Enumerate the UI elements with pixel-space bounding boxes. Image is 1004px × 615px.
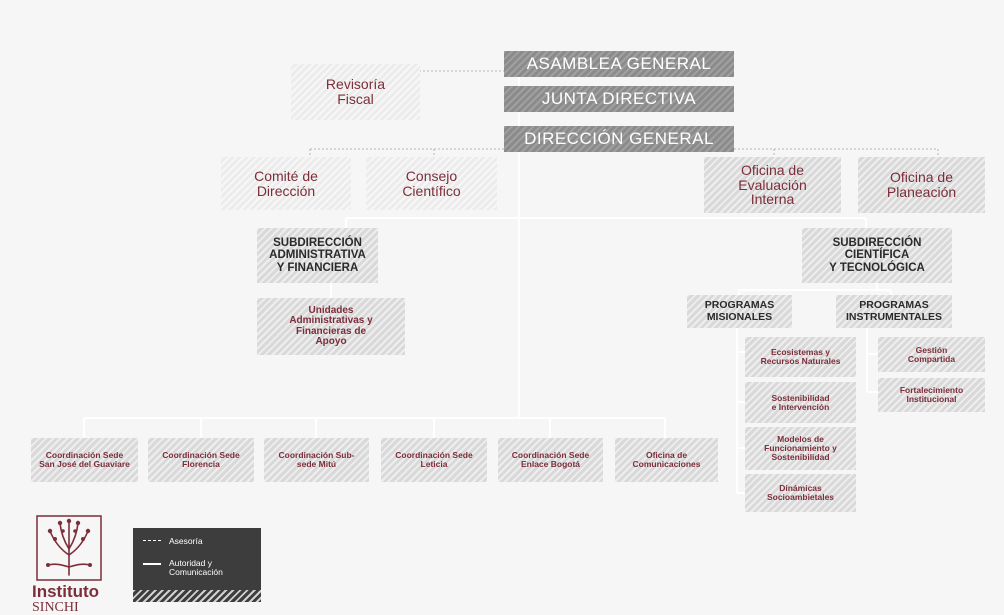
coordinacion-label: Coordinación Sede Leticia — [395, 450, 473, 469]
solid-line-sample — [143, 563, 161, 565]
oficina-planeacion-label: Oficina de Planeación — [886, 169, 957, 200]
unidades-apoyo-box: Unidades Administrativas y Financieras d… — [257, 298, 405, 355]
legend-label-asesoria: Asesoría — [169, 536, 203, 546]
programa-misional-item: Dinámicas Socioambietales — [745, 474, 856, 512]
logo-subtitle: SINCHI — [32, 600, 79, 615]
subdireccion-cientifica-box: SUBDIRECCIÓN CIENTÍFICA Y TECNOLÓGICA — [802, 228, 952, 283]
subdireccion-administrativa-label: SUBDIRECCIÓN ADMINISTRATIVA Y FINANCIERA — [269, 237, 366, 274]
programa-misional-item: Modelos de Funcionamiento y Sostenibilid… — [745, 427, 856, 470]
coordinacion-box: Oficina de Comunicaciones — [615, 438, 718, 482]
coordinacion-box: Coordinación Sub- sede Mitú — [264, 438, 369, 482]
legend: Asesoría Autoridad y Comunicación — [133, 528, 261, 602]
coordinacion-label: Coordinación Sede San José del Guaviare — [39, 450, 130, 469]
direccion-general-box: DIRECCIÓN GENERAL — [504, 126, 734, 152]
coordinacion-label: Coordinación Sede Florencia — [162, 450, 240, 469]
revisoria-fiscal-box: Revisoría Fiscal — [291, 64, 420, 120]
programa-instrumental-label: Gestión Compartida — [907, 344, 956, 364]
logo-name: Instituto — [32, 582, 100, 601]
programa-misional-label: Dinámicas Socioambietales — [766, 483, 835, 502]
subdireccion-administrativa-box: SUBDIRECCIÓN ADMINISTRATIVA Y FINANCIERA — [257, 228, 378, 283]
programa-instrumental-item: Fortalecimiento Institucional — [878, 378, 985, 412]
comite-direccion-label: Comité de Dirección — [254, 167, 318, 199]
programas-instrumentales-label: PROGRAMAS INSTRUMENTALES — [845, 299, 943, 323]
asamblea-general-box: ASAMBLEA GENERAL — [504, 51, 734, 77]
programa-misional-item: Sostenibilidad e Intervención — [745, 382, 856, 423]
coordinacion-label: Oficina de Comunicaciones — [632, 450, 701, 469]
programas-misionales-label: PROGRAMAS MISIONALES — [704, 299, 775, 323]
coordinacion-box: Coordinación Sede Florencia — [148, 438, 254, 482]
coordinacion-box: Coordinación Sede Leticia — [381, 438, 487, 482]
consejo-cientifico-label: Consejo Científico — [402, 167, 461, 199]
comite-direccion-box: Comité de Dirección — [221, 157, 351, 210]
tree-icon — [36, 515, 102, 581]
programa-misional-label: Modelos de Funcionamiento y Sostenibilid… — [764, 434, 837, 462]
oficina-evaluacion-box: Oficina de Evaluación Interna — [704, 157, 841, 213]
junta-directiva-box: JUNTA DIRECTIVA — [504, 86, 734, 112]
coordinacion-label: Coordinación Sub- sede Mitú — [278, 450, 355, 469]
oficina-evaluacion-label: Oficina de Evaluación Interna — [738, 161, 807, 208]
programa-instrumental-label: Fortalecimiento Institucional — [899, 385, 964, 404]
programas-misionales-box: PROGRAMAS MISIONALES — [687, 295, 792, 328]
subdireccion-cientifica-label: SUBDIRECCIÓN CIENTÍFICA Y TECNOLÓGICA — [829, 237, 925, 274]
instituto-sinchi-logo: Instituto SINCHI — [30, 515, 110, 615]
revisoria-fiscal-label: Revisoría Fiscal — [325, 76, 386, 107]
programas-instrumentales-box: PROGRAMAS INSTRUMENTALES — [836, 295, 952, 328]
coordinacion-box: Coordinación Sede Enlace Bogotá — [498, 438, 603, 482]
programa-misional-label: Sostenibilidad e Intervención — [771, 392, 830, 412]
unidades-apoyo-label: Unidades Administrativas y Financieras d… — [289, 304, 373, 347]
legend-stripes — [133, 590, 261, 602]
coordinacion-box: Coordinación Sede San José del Guaviare — [31, 438, 138, 482]
junta-directiva-label: JUNTA DIRECTIVA — [541, 89, 697, 109]
direccion-general-label: DIRECCIÓN GENERAL — [524, 129, 714, 149]
legend-item-autoridad: Autoridad y Comunicación — [143, 558, 223, 578]
programa-misional-item: Ecosistemas y Recursos Naturales — [745, 337, 856, 377]
dashed-line-sample — [143, 540, 161, 541]
oficina-planeacion-box: Oficina de Planeación — [858, 157, 985, 213]
programa-misional-label: Ecosistemas y Recursos Naturales — [760, 347, 841, 366]
legend-item-asesoria: Asesoría — [143, 536, 203, 546]
legend-label-autoridad: Autoridad y Comunicación — [169, 558, 223, 578]
consejo-cientifico-box: Consejo Científico — [366, 157, 497, 210]
programa-instrumental-item: Gestión Compartida — [878, 337, 985, 372]
coordinacion-label: Coordinación Sede Enlace Bogotá — [511, 450, 590, 469]
asamblea-general-label: ASAMBLEA GENERAL — [526, 54, 712, 74]
